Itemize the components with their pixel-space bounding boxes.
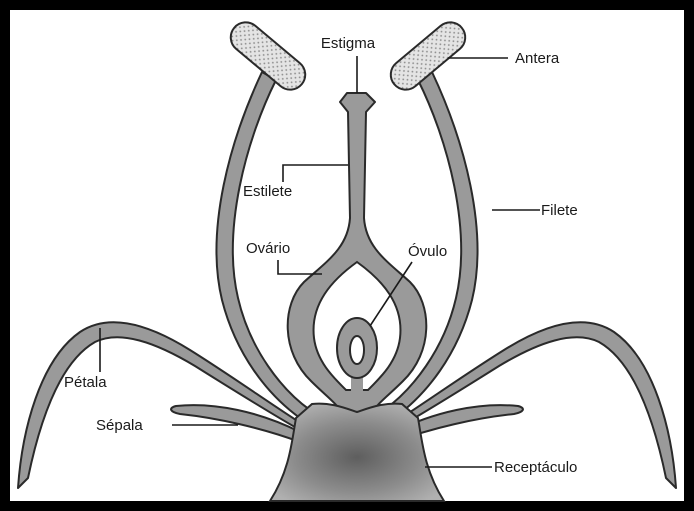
label-antera: Antera <box>515 50 560 67</box>
label-receptaculo: Receptáculo <box>494 459 577 476</box>
receptacle <box>270 404 444 501</box>
label-filete: Filete <box>541 202 578 219</box>
label-petala: Pétala <box>64 374 107 391</box>
ovule-core <box>350 336 364 364</box>
label-estilete: Estilete <box>243 183 292 200</box>
label-estigma: Estigma <box>321 35 376 52</box>
label-ovulo: Óvulo <box>408 243 447 260</box>
label-ovario: Ovário <box>246 240 290 257</box>
label-sepala: Sépala <box>96 417 143 434</box>
